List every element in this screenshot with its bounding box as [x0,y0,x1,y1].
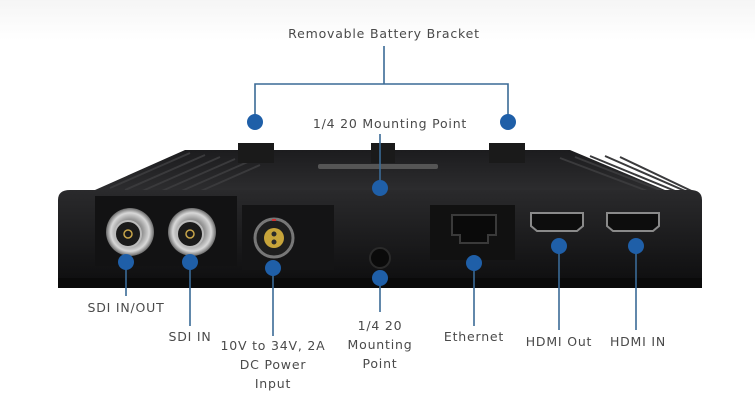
bracket-tab-left [238,143,274,163]
ethernet-port [451,214,497,244]
hdmi-in-port [606,212,660,232]
battery-bracket-label: Removable Battery Bracket [288,26,480,41]
top-mount-label: 1/4 20 Mounting Point [312,116,468,131]
heatsink-fins-left [109,152,261,199]
bottom-mount-dot [372,270,388,286]
bracket-tab-right [489,143,525,163]
hdmi-in-dot [628,238,644,254]
hdmi-out-port [530,212,584,232]
bracket-right-dot [500,114,516,130]
hdmi-out-label: HDMI Out [525,334,593,349]
bracket-left-dot [247,114,263,130]
sdi-in-label: SDI IN [168,329,212,344]
sdi-in-connector [168,208,216,256]
device-top [95,143,701,199]
sdi-in-out-label: SDI IN/OUT [87,300,165,315]
bracket-line [254,83,509,122]
bracket-tab-center [371,143,395,163]
heatsink-fins-right [559,155,701,196]
ethernet-label: Ethernet [443,329,505,344]
sdi-in-dot [182,254,198,270]
callout-dots [118,114,644,286]
top-mount-dot [372,180,388,196]
sdi-in-out-dot [118,254,134,270]
hdmi-out-dot [551,238,567,254]
dc-power-label: 10V to 34V, 2A DC Power Input [220,338,326,391]
brand-logo [318,164,438,169]
mount-hole [369,247,391,269]
bottom-mount-label: 1/4 20 Mounting Point [347,318,413,371]
hdmi-in-label: HDMI IN [609,334,667,349]
dc-power-connector [253,217,295,259]
sdi-in-out-connector [106,208,154,256]
dc-power-dot [265,260,281,276]
ethernet-dot [466,255,482,271]
